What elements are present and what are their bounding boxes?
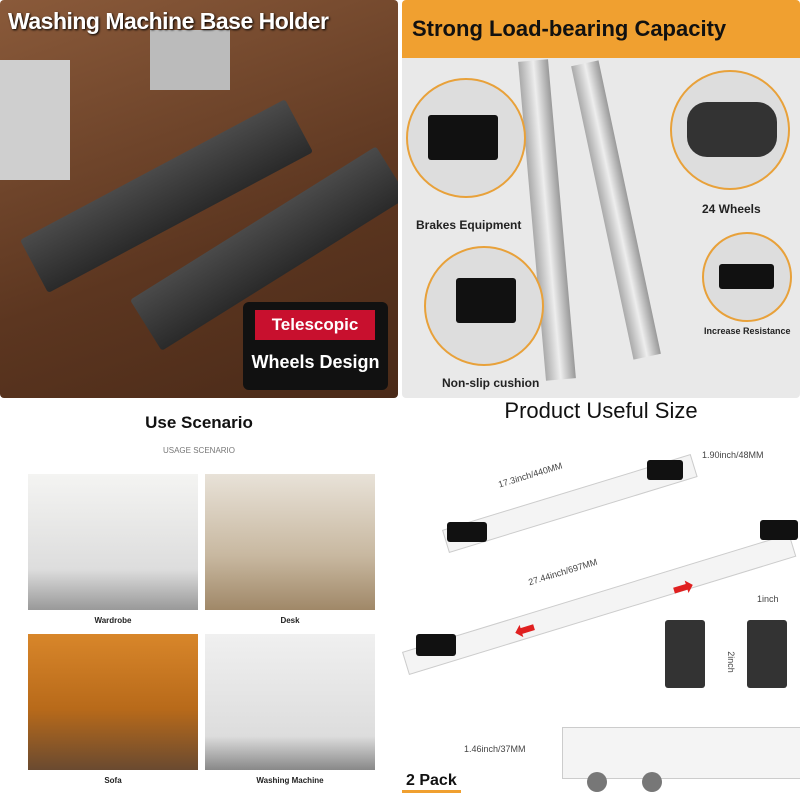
dim-max-length: 27.44inch/697MM bbox=[527, 556, 599, 588]
scenario-label: Sofa bbox=[104, 776, 122, 785]
bar-extended bbox=[402, 533, 797, 675]
badge-line2: Wheels Design bbox=[251, 352, 380, 372]
dim-width: 1.90inch/48MM bbox=[702, 450, 764, 460]
washing-machine-image bbox=[0, 60, 70, 180]
resistance-pad bbox=[747, 620, 787, 688]
scenario-label: Washing Machine bbox=[256, 776, 324, 785]
brakes-closeup bbox=[406, 78, 526, 198]
panel-subtitle: USAGE SCENARIO bbox=[162, 446, 235, 455]
dim-height: 1.46inch/37MM bbox=[464, 744, 526, 754]
panel-load-capacity: Strong Load-bearing Capacity Brakes Equi… bbox=[402, 0, 800, 398]
resistance-closeup bbox=[702, 232, 792, 322]
panel-title: Washing Machine Base Holder bbox=[8, 8, 329, 34]
washing-machine-image bbox=[150, 30, 230, 90]
cushion-pad bbox=[647, 460, 683, 480]
panel-title: Use Scenario bbox=[145, 413, 253, 432]
feature-badge: Telescopic Wheels Design bbox=[243, 302, 388, 390]
panel-product-size: Product Useful Size 17.3inch/440MM 1.90i… bbox=[402, 402, 800, 800]
bar-side-view bbox=[562, 727, 800, 779]
base-holder-bar bbox=[571, 60, 661, 360]
callout-wheels: 24 Wheels bbox=[702, 202, 761, 216]
scenario-photo-wardrobe bbox=[28, 474, 198, 610]
panel-title: Strong Load-bearing Capacity bbox=[412, 16, 727, 41]
panel-title: Product Useful Size bbox=[504, 402, 698, 423]
panel-base-holder: Washing Machine Base Holder Telescopic W… bbox=[0, 0, 398, 398]
callout-resistance: Increase Resistance bbox=[704, 326, 791, 336]
callout-brakes: Brakes Equipment bbox=[416, 218, 522, 232]
cushion-pad bbox=[760, 520, 798, 540]
dim-min-length: 17.3inch/440MM bbox=[496, 460, 564, 490]
dim-pad-width: 1inch bbox=[757, 594, 779, 604]
scenario-photo-desk bbox=[205, 474, 375, 610]
scenario-label: Wardrobe bbox=[94, 616, 132, 625]
cushion-pad bbox=[416, 634, 456, 656]
cushion-closeup bbox=[424, 246, 544, 366]
scenario-photo-sofa bbox=[28, 634, 198, 770]
dim-pad-height: 2inch bbox=[725, 651, 736, 673]
scenario-label: Desk bbox=[280, 616, 300, 625]
scenario-photo-washing-machine bbox=[205, 634, 375, 770]
badge-line1: Telescopic bbox=[255, 310, 375, 340]
wheels-closeup bbox=[670, 70, 790, 190]
wheel bbox=[587, 772, 607, 792]
resistance-pad bbox=[665, 620, 705, 688]
callout-cushion: Non-slip cushion bbox=[442, 376, 540, 390]
cushion-pad bbox=[447, 522, 487, 542]
panel-use-scenario: Use Scenario USAGE SCENARIO Wardrobe Des… bbox=[0, 402, 398, 800]
pack-label: 2 Pack bbox=[402, 772, 461, 793]
wheel bbox=[642, 772, 662, 792]
title-banner: Strong Load-bearing Capacity bbox=[402, 0, 800, 58]
